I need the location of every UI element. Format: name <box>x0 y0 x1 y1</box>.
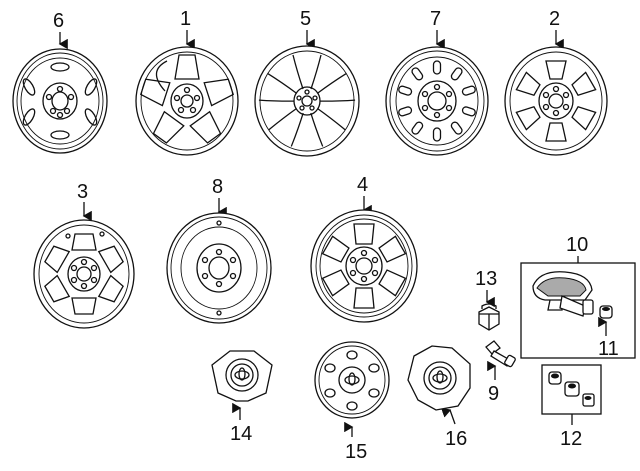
wheel-steel-7 <box>385 46 489 156</box>
valve-stem-9 <box>485 340 516 368</box>
callout-14: 14 <box>230 423 252 445</box>
callout-16: 16 <box>445 428 467 450</box>
callout-4: 4 <box>357 174 368 196</box>
center-cap-16 <box>407 345 471 411</box>
callout-9: 9 <box>488 383 499 405</box>
callout-1: 1 <box>180 8 191 30</box>
leader-lines <box>58 30 608 437</box>
callout-12: 12 <box>560 428 582 450</box>
wheel-alloy-5 <box>254 45 360 157</box>
wheel-alloy-1 <box>135 46 239 156</box>
callout-10: 10 <box>566 234 588 256</box>
callout-11: 11 <box>598 338 619 360</box>
tpms-sensor-10 <box>520 262 636 359</box>
callout-8: 8 <box>212 176 223 198</box>
center-cap-14 <box>211 350 273 402</box>
sensor-nut-11 <box>599 305 613 319</box>
lug-nut-13 <box>478 303 500 331</box>
hub-cap-15 <box>314 341 390 419</box>
wheel-alloy-3 <box>33 219 135 329</box>
callout-15: 15 <box>345 441 367 463</box>
callout-5: 5 <box>300 8 311 30</box>
callout-3: 3 <box>77 181 88 203</box>
callout-13: 13 <box>475 268 497 290</box>
wheel-alloy-4 <box>310 209 418 323</box>
callout-2: 2 <box>549 8 560 30</box>
sensor-kit-12 <box>541 364 602 415</box>
wheel-alloy-2 <box>504 46 608 156</box>
wheel-steel-8 <box>166 212 272 324</box>
wheel-steel-6 <box>12 48 108 154</box>
callout-7: 7 <box>430 8 441 30</box>
callout-6: 6 <box>53 10 64 32</box>
